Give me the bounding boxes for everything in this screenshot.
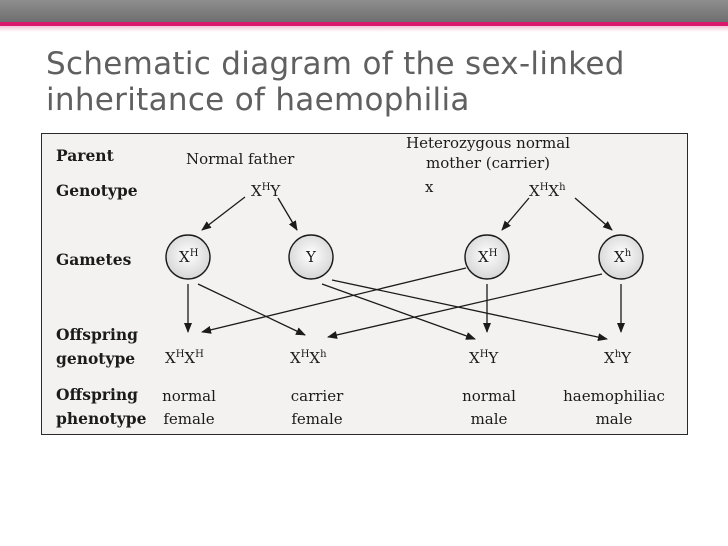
row-label-offspring-genotype-1: Offspring bbox=[56, 325, 138, 344]
slide-title-line2: inheritance of haemophilia bbox=[46, 82, 470, 118]
offspring-genotype-4: XhY bbox=[604, 349, 632, 367]
gamete-circle-2 bbox=[288, 234, 334, 280]
arrow-g4-o2 bbox=[327, 273, 603, 339]
offspring-phenotype-2-line2: female bbox=[291, 410, 342, 428]
gamete-circle-1 bbox=[165, 234, 211, 280]
row-label-genotype: Genotype bbox=[56, 181, 138, 200]
cross-symbol: x bbox=[425, 178, 434, 196]
arrow-g2-o3 bbox=[321, 283, 476, 340]
offspring-phenotype-1-line2: female bbox=[163, 410, 214, 428]
gamete-circle-3 bbox=[464, 234, 510, 280]
gamete-label-3: XH bbox=[478, 248, 498, 266]
arrow-father-gamete-1 bbox=[201, 196, 246, 231]
offspring-arrows bbox=[184, 267, 625, 342]
accent-line bbox=[0, 22, 728, 26]
accent-shade bbox=[0, 26, 728, 32]
diagram-canvas: Parent Genotype Gametes Offspring genoty… bbox=[56, 134, 665, 428]
offspring-phenotype-3-line2: male bbox=[471, 410, 508, 428]
mother-label-line2: mother (carrier) bbox=[426, 154, 550, 172]
mother-genotype: XHXh bbox=[529, 182, 566, 200]
offspring-genotype-2: XHXh bbox=[290, 349, 327, 367]
offspring-phenotype-2-line1: carrier bbox=[291, 387, 344, 405]
inheritance-diagram: Parent Genotype Gametes Offspring genoty… bbox=[41, 133, 688, 435]
gamete-label-1: XH bbox=[179, 248, 199, 266]
gamete-circle-4 bbox=[598, 234, 644, 280]
row-label-gametes: Gametes bbox=[56, 250, 132, 269]
gamete-circles bbox=[165, 234, 644, 280]
arrow-mother-gamete-2 bbox=[574, 197, 613, 231]
gamete-label-4: Xh bbox=[614, 248, 632, 266]
father-label: Normal father bbox=[186, 150, 295, 168]
arrow-g3-o1 bbox=[201, 267, 467, 334]
parent-arrows bbox=[201, 196, 613, 231]
mother-label-line1: Heterozygous normal bbox=[406, 134, 570, 152]
offspring-genotype-1: XHXH bbox=[165, 349, 204, 367]
row-label-offspring-phenotype-1: Offspring bbox=[56, 385, 138, 404]
row-label-offspring-phenotype-2: phenotype bbox=[56, 409, 147, 428]
offspring-genotype-3: XHY bbox=[469, 349, 499, 367]
top-bar bbox=[0, 0, 728, 22]
arrow-g2-o4 bbox=[331, 279, 608, 342]
slide-title: Schematic diagram of the sex-linked inhe… bbox=[46, 46, 686, 118]
slide-title-line1: Schematic diagram of the sex-linked bbox=[46, 46, 625, 82]
row-label-offspring-genotype-2: genotype bbox=[56, 349, 135, 368]
offspring-phenotype-4-line2: male bbox=[596, 410, 633, 428]
arrow-father-gamete-2 bbox=[277, 197, 298, 231]
offspring-phenotype-4-line1: haemophiliac bbox=[563, 387, 665, 405]
gamete-label-2: Y bbox=[305, 248, 317, 266]
row-label-parent: Parent bbox=[56, 146, 115, 165]
offspring-phenotype-3-line1: normal bbox=[462, 387, 516, 405]
arrow-g1-o2 bbox=[197, 283, 306, 336]
father-genotype: XHY bbox=[251, 182, 281, 200]
arrow-mother-gamete-1 bbox=[501, 197, 530, 231]
offspring-phenotype-1-line1: normal bbox=[162, 387, 216, 405]
